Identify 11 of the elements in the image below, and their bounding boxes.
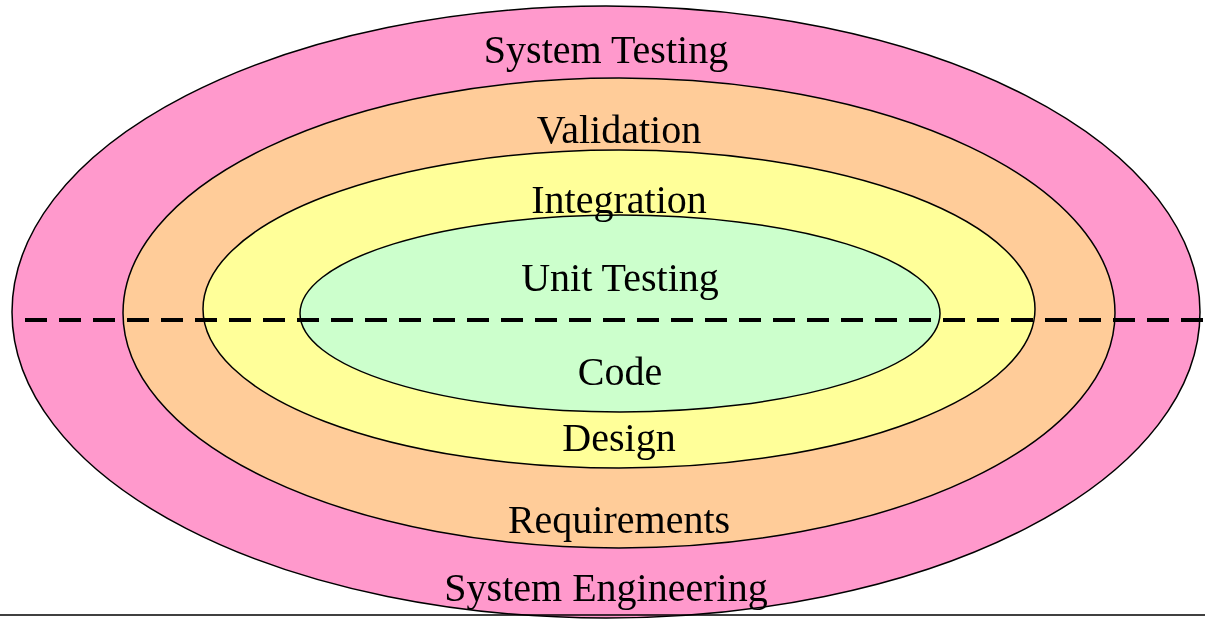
layer-label: Integration [531, 178, 707, 222]
layer-label: Validation [536, 108, 702, 152]
layer-label: Requirements [507, 498, 731, 542]
layer-label: Code [577, 350, 663, 394]
layer-label: Unit Testing [521, 256, 719, 300]
layer-label: Design [562, 416, 676, 460]
ellipse-layer [203, 150, 1035, 468]
layer-label: System Engineering [444, 566, 768, 610]
layer-label: System Testing [483, 28, 729, 72]
ellipse-layer [12, 6, 1200, 618]
ellipse-layer [123, 78, 1115, 548]
